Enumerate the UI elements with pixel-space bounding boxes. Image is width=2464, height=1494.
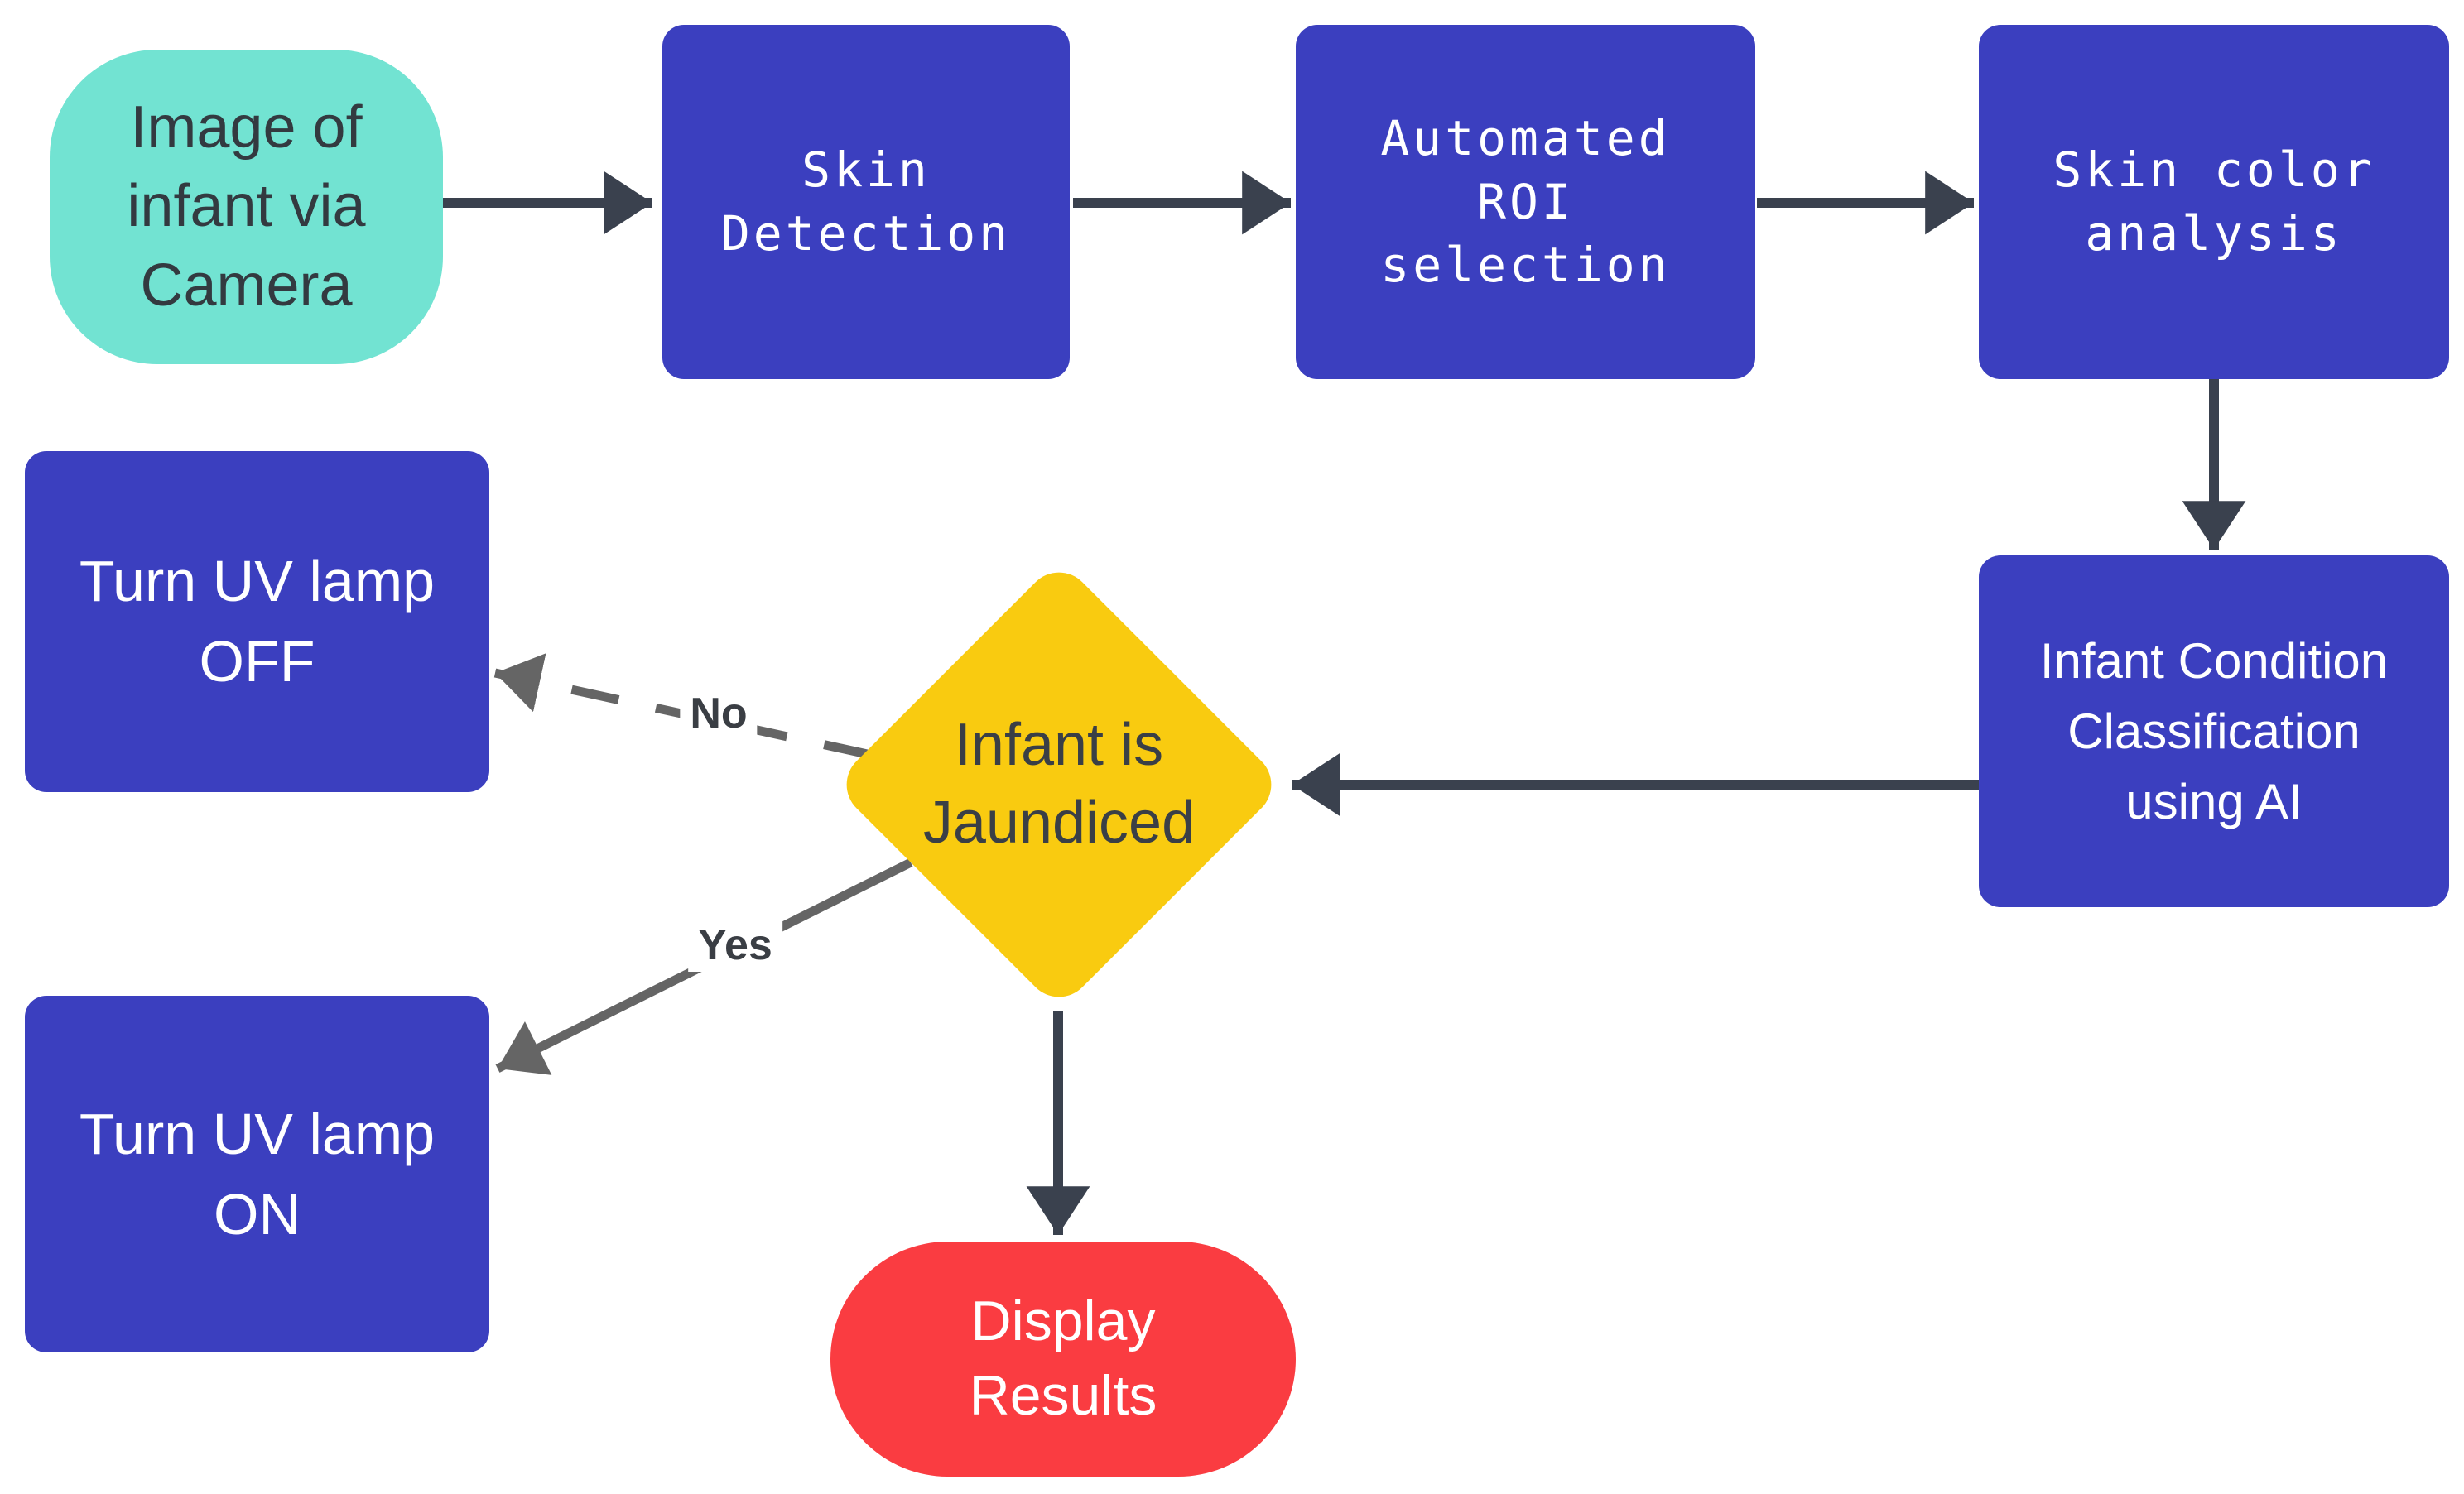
node-uv-off-label: Turn UV lamp OFF xyxy=(79,549,436,694)
node-skin-detection: Skin Detection xyxy=(662,25,1070,379)
node-skin-color-label: Skin color analysis xyxy=(2053,142,2375,262)
node-turn-uv-lamp-off: Turn UV lamp OFF xyxy=(25,451,489,792)
node-automated-roi-selection: Automated ROI selection xyxy=(1296,25,1755,379)
node-skin-color-analysis: Skin color analysis xyxy=(1979,25,2449,379)
node-decision-infant-is-jaundiced: Infant is Jaundiced xyxy=(833,559,1285,1011)
node-image-of-infant-via-camera: Image of infant via Camera xyxy=(50,50,443,364)
node-roi-label: Automated ROI selection xyxy=(1380,110,1671,294)
node-skin-detection-label: Skin Detection xyxy=(720,142,1012,262)
node-camera-label: Image of infant via Camera xyxy=(127,94,366,319)
node-uv-on-label: Turn UV lamp ON xyxy=(79,1101,436,1247)
edge-label-yes: Yes xyxy=(688,919,782,972)
node-turn-uv-lamp-on: Turn UV lamp ON xyxy=(25,996,489,1352)
node-decision-label: Infant is Jaundiced xyxy=(922,712,1196,856)
edge-label-no: No xyxy=(680,687,758,740)
node-infant-condition-classification: Infant Condition Classification using AI xyxy=(1979,555,2449,907)
node-display-results: Display Results xyxy=(830,1242,1296,1477)
node-display-label: Display Results xyxy=(969,1290,1157,1427)
node-classification-label: Infant Condition Classification using AI xyxy=(2039,632,2389,830)
